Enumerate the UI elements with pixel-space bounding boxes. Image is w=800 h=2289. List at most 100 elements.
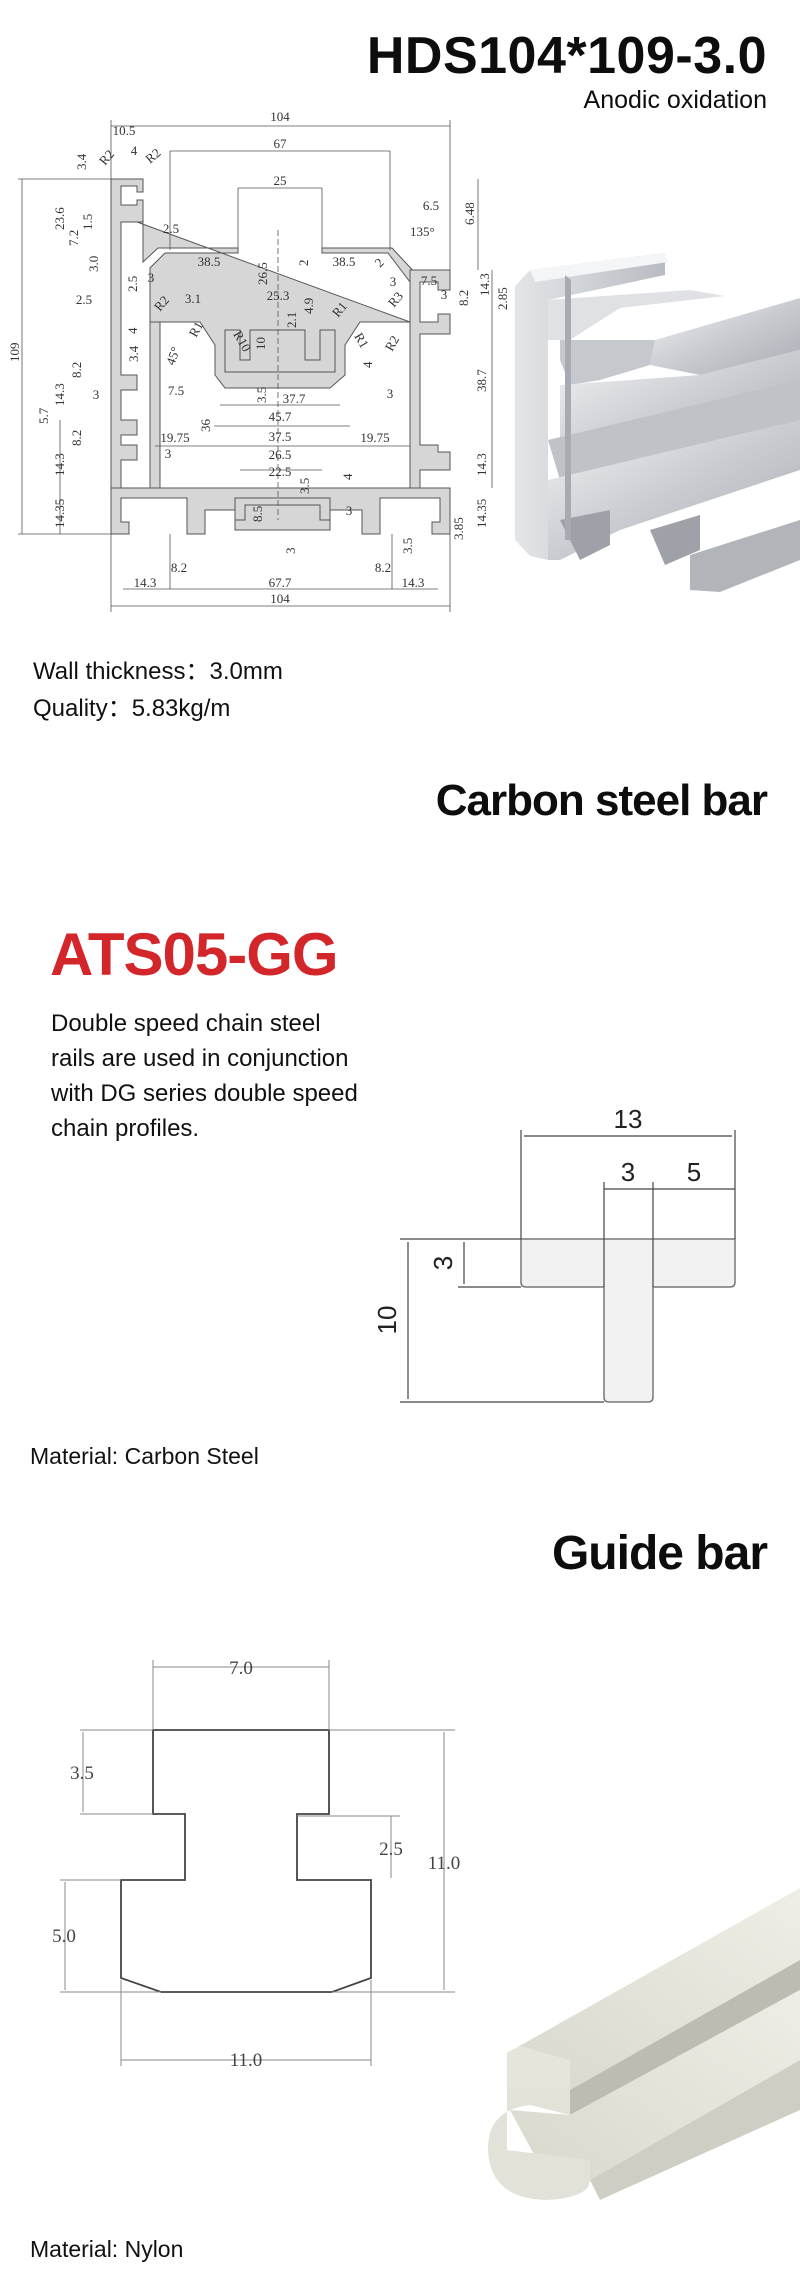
t-bar-shape: [520, 1238, 736, 1403]
dim-11-0-height: 11.0: [428, 1853, 461, 1874]
dim-label: 25: [274, 173, 287, 188]
dim-label: 3: [93, 387, 100, 402]
carbon-steel-bar-heading: Carbon steel bar: [435, 776, 768, 825]
dim-label: R1: [186, 319, 207, 340]
dim-label: 25.3: [267, 288, 290, 303]
dim-label: 19.75: [360, 430, 389, 445]
dim-label: 2.5: [163, 221, 179, 236]
dim-label: 14.35: [474, 499, 489, 528]
dim-label: 6.5: [423, 198, 439, 213]
dim-label: 14.3: [134, 575, 157, 590]
model-description: Double speed chain steel rails are used …: [51, 1006, 358, 1146]
profile-inner-web: [149, 321, 161, 489]
t-bar-drawing: 13 3 5 3 10: [372, 1104, 736, 1403]
dim-11-0-width: 11.0: [230, 2050, 263, 2071]
dim-label: R2: [96, 147, 117, 168]
dim-label: 3.5: [400, 538, 415, 554]
dim-label: 109: [7, 343, 22, 363]
material-carbon-steel: Material: Carbon Steel: [30, 1443, 259, 1469]
dim-label: 14.3: [477, 273, 492, 296]
dim-label: R1: [351, 330, 372, 351]
dim-label: 37.7: [283, 391, 306, 406]
dim-label: 3: [346, 503, 353, 518]
dim-label: 8.2: [69, 430, 84, 446]
dim-label: 7.5: [168, 383, 184, 398]
dim-7-0: 7.0: [229, 1658, 253, 1679]
dim-label: 104: [270, 591, 290, 606]
guide-bar-shape: [120, 1729, 372, 1993]
dim-label: 135°: [410, 224, 435, 239]
dim-label: 37.5: [269, 429, 292, 444]
dim-label: 8.2: [171, 560, 187, 575]
dim-label: 2: [296, 260, 311, 267]
dim-label: 10: [253, 337, 268, 350]
dim-label: 45.7: [269, 409, 292, 424]
wall-thickness-spec: Wall thickness：3.0mm: [33, 658, 283, 685]
dim-label: 7.5: [421, 273, 437, 288]
dim-label: 3.1: [185, 291, 201, 306]
profile-bottom-channel: [234, 497, 331, 521]
dim-label: 8.2: [456, 290, 471, 306]
dimension-lines: [18, 120, 493, 612]
dim-label: 36: [198, 419, 213, 433]
dim-label: 3: [441, 287, 448, 302]
dim-label: 2.85: [495, 287, 510, 310]
dim-label: 3.85: [451, 517, 466, 540]
dim-label: 26.5: [269, 447, 292, 462]
dim-label: 38.5: [198, 254, 221, 269]
nylon-guide-bar-render: [487, 1888, 800, 2200]
profile-center-slot: [224, 329, 336, 373]
dim-label: 6.48: [462, 202, 477, 225]
dim-label: 4: [125, 327, 140, 334]
dim-10: 10: [372, 1306, 402, 1335]
dim-label: 14.35: [52, 499, 67, 528]
dim-label: 3: [390, 274, 397, 289]
dim-label: 2.5: [125, 276, 140, 292]
dim-label: 3.4: [74, 153, 89, 170]
profile-right-wall: [409, 269, 451, 499]
dimension-labels: 104 10.5 4 R2 R2 67 3.4 25 6.5 6.48 135°…: [7, 109, 510, 606]
profile-cross-section-drawing: [110, 178, 451, 535]
dim-5-0: 5.0: [52, 1926, 76, 1947]
dim-label: 3.0: [86, 256, 101, 272]
profile-upper-channel: [136, 221, 419, 389]
dim-label: 2.5: [76, 292, 92, 307]
dim-label: 14.3: [52, 453, 67, 476]
dim-label: 14.3: [52, 383, 67, 406]
dim-label: 8.2: [375, 560, 391, 575]
dim-label: 67.7: [269, 575, 292, 590]
dim-label: 14.3: [402, 575, 425, 590]
dim-5: 5: [687, 1157, 701, 1187]
dim-label: 3: [387, 386, 394, 401]
dim-label: R1: [329, 299, 350, 320]
product-title: HDS104*109-3.0: [366, 27, 767, 85]
dim-label: 5.7: [36, 407, 51, 424]
dim-label: 14.3: [474, 453, 489, 476]
dim-label: 2.1: [284, 312, 299, 328]
dim-label: 38.5: [333, 254, 356, 269]
dim-label: 45°: [163, 345, 183, 367]
dim-label: 3.5: [254, 387, 269, 403]
dim-label: 4: [340, 473, 355, 480]
dim-label: 7.2: [66, 230, 81, 246]
dim-label: 2: [372, 255, 387, 270]
description-line: Double speed chain steel: [51, 1010, 321, 1037]
dim-label: 3.5: [297, 478, 312, 494]
description-line: chain profiles.: [51, 1115, 200, 1142]
dim-label: 26.5: [255, 262, 270, 285]
dim-13: 13: [614, 1104, 643, 1134]
dim-label: R3: [385, 289, 406, 310]
dim-label: R2: [142, 145, 163, 166]
dim-3-5: 3.5: [70, 1763, 94, 1784]
dim-2-5: 2.5: [379, 1839, 403, 1860]
dim-label: 4: [131, 143, 138, 158]
dim-label: 1.5: [80, 214, 95, 230]
profile-bottom-feet: [110, 487, 451, 535]
dim-label: 4.9: [301, 298, 316, 314]
dim-label: 3.4: [126, 345, 141, 362]
dim-label: 23.6: [52, 207, 67, 230]
quality-spec: Quality：5.83kg/m: [33, 695, 231, 722]
dim-label: 3: [148, 270, 155, 285]
description-line: rails are used in conjunction: [51, 1045, 349, 1072]
description-line: with DG series double speed: [51, 1080, 358, 1107]
